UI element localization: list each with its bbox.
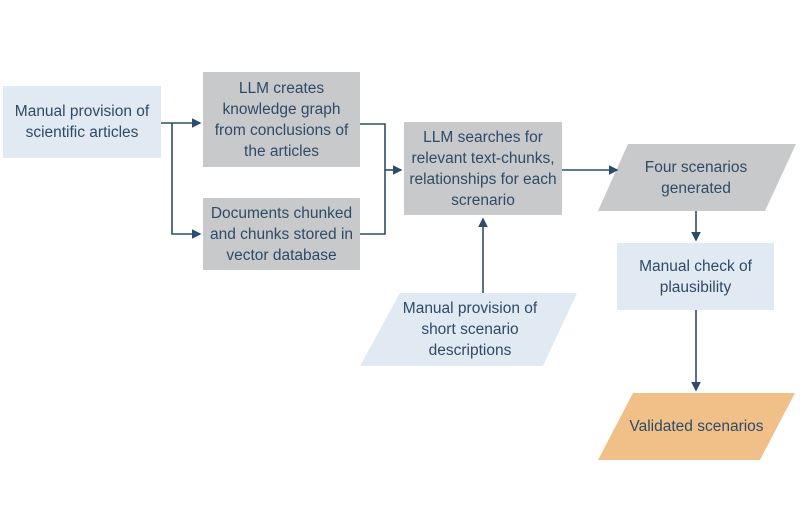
node-text-line: LLM searches for <box>423 128 543 146</box>
node-text-line: Validated <box>629 418 693 435</box>
node-text-line: screnario <box>451 191 515 209</box>
node-text-line: generated <box>661 179 731 197</box>
four-scenarios-shape <box>598 144 796 211</box>
node-text-line: Manual provision of <box>14 103 150 120</box>
node-short-descriptions: Manual provision of short scenario descr… <box>385 293 555 366</box>
node-four-scenarios: Four scenarios generated <box>612 144 780 211</box>
node-text-line: knowledge graph <box>222 100 341 118</box>
node-text-line: Documents chunked <box>210 204 353 222</box>
node-chunking: Documents chunked and chunks stored in v… <box>203 198 360 270</box>
short-descriptions-shape <box>360 293 577 366</box>
node-text-line: scientific articles <box>25 124 139 141</box>
edge-articles-to-chunking <box>171 123 202 239</box>
node-text-line: vector database <box>226 246 337 264</box>
node-text-line: relevant text-chunks, <box>411 149 555 167</box>
node-text-line: descriptions <box>428 342 512 359</box>
node-text-line: Four scenarios <box>644 158 748 176</box>
validated-shape <box>598 393 795 460</box>
node-text-line: from conclusions of <box>214 121 349 139</box>
edge-graph-to-search <box>360 123 386 235</box>
node-text-line: LLM creates <box>238 79 325 97</box>
node-text-line: short scenario <box>421 321 519 338</box>
node-knowledge-graph: LLM creates knowledge graph from conclus… <box>203 72 360 167</box>
node-manual-check: Manual check of plausibility <box>617 243 774 310</box>
node-text-line: Manual check of <box>639 257 752 275</box>
node-text-line: and chunks stored in <box>209 225 354 243</box>
node-text-line: the articles <box>244 142 319 160</box>
node-validated: Validated scenarios <box>615 393 778 460</box>
node-text-line: scenarios <box>697 418 764 435</box>
node-text-line: relationships for each <box>409 170 557 188</box>
node-llm-search: LLM searches for relevant text-chunks, r… <box>404 122 562 215</box>
node-text-line: plausibility <box>659 278 732 296</box>
node-text-line: Manual provision of <box>402 300 538 317</box>
node-manual-articles: Manual provision of scientific articles <box>3 86 161 158</box>
